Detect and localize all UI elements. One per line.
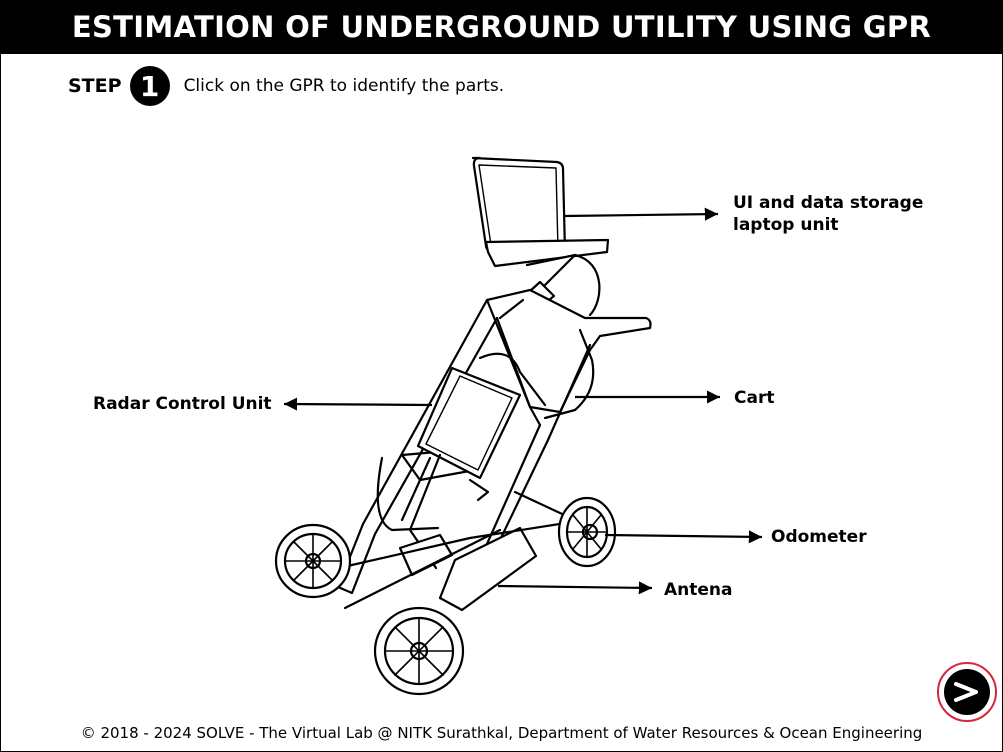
label-laptop-line1: UI and data storage <box>733 193 924 213</box>
page-title: ESTIMATION OF UNDERGROUND UTILITY USING … <box>0 0 1003 54</box>
step-label: STEP <box>68 75 122 97</box>
odometer-arrow <box>604 530 763 544</box>
label-radar-control-unit[interactable]: Radar Control Unit <box>93 394 272 414</box>
step-instruction: Click on the GPR to identify the parts. <box>183 76 505 96</box>
step-number-badge: 1 <box>129 66 170 106</box>
next-button[interactable] <box>937 662 997 722</box>
odometer-wheel[interactable] <box>557 496 617 568</box>
step-indicator: STEP 1 Click on the GPR to identify the … <box>68 66 504 106</box>
footer-copyright: © 2018 - 2024 SOLVE - The Virtual Lab @ … <box>80 724 923 742</box>
antena-arrow <box>497 581 653 595</box>
front-left-wheel[interactable] <box>274 523 352 599</box>
label-laptop-unit[interactable]: UI and data storage laptop unit <box>733 192 923 236</box>
label-arrows <box>283 207 763 595</box>
radar-control-unit[interactable] <box>400 352 547 570</box>
radar-arrow <box>283 397 433 411</box>
label-antena[interactable]: Antena <box>664 580 733 600</box>
laptop-arrow <box>564 207 719 221</box>
rear-left-wheel[interactable] <box>373 606 465 696</box>
label-cart[interactable]: Cart <box>734 388 775 408</box>
next-arrow-icon <box>944 669 990 715</box>
label-laptop-line2: laptop unit <box>733 215 839 235</box>
laptop-unit[interactable] <box>471 156 610 292</box>
antenna-box[interactable] <box>328 490 592 612</box>
label-odometer[interactable]: Odometer <box>771 527 867 547</box>
gpr-device[interactable] <box>274 156 652 696</box>
